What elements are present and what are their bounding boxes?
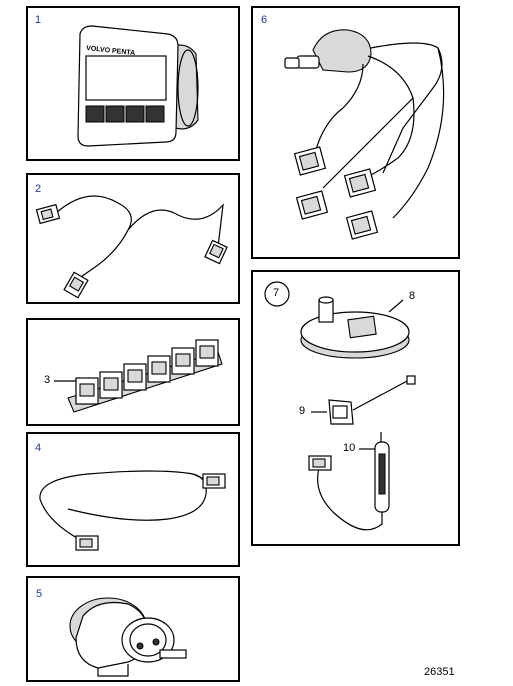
panel-number-4: 4 (35, 442, 42, 454)
panel-2-harness: 2 (26, 173, 240, 304)
callout-8: 8 (409, 290, 416, 302)
panel-5-sender-unit: 5 (26, 576, 240, 682)
panel-3-connector-block: 3 (26, 318, 240, 426)
panel-6-sensor-harness: 6 (251, 6, 460, 259)
panel-number-2: 2 (35, 183, 42, 195)
figure-number: 26351 (424, 666, 455, 678)
extension-cable-drawing (39, 470, 226, 551)
callout-10: 10 (343, 442, 356, 454)
panel-number-5: 5 (36, 588, 43, 600)
callout-9: 9 (299, 405, 306, 417)
panel-number-3: 3 (44, 374, 51, 386)
panel-4-extension-cable: 4 (26, 432, 240, 567)
display-unit-drawing: VOLVO PENTA (77, 25, 199, 147)
sensor-harness-drawing (284, 29, 445, 240)
panel-number-6: 6 (261, 14, 268, 26)
tool-kit-drawing (264, 281, 416, 531)
panel-number-7-circle (264, 281, 290, 307)
panel-1-display: 1 VOLVO PENTA (26, 6, 240, 161)
harness-drawing (35, 195, 228, 299)
connector-block-drawing (54, 339, 223, 413)
panel-7-tool-kit: 7 8 9 10 (251, 270, 460, 546)
sender-unit-drawing (69, 597, 187, 677)
panel-number-7: 7 (273, 287, 280, 299)
panel-number-1: 1 (35, 14, 42, 26)
